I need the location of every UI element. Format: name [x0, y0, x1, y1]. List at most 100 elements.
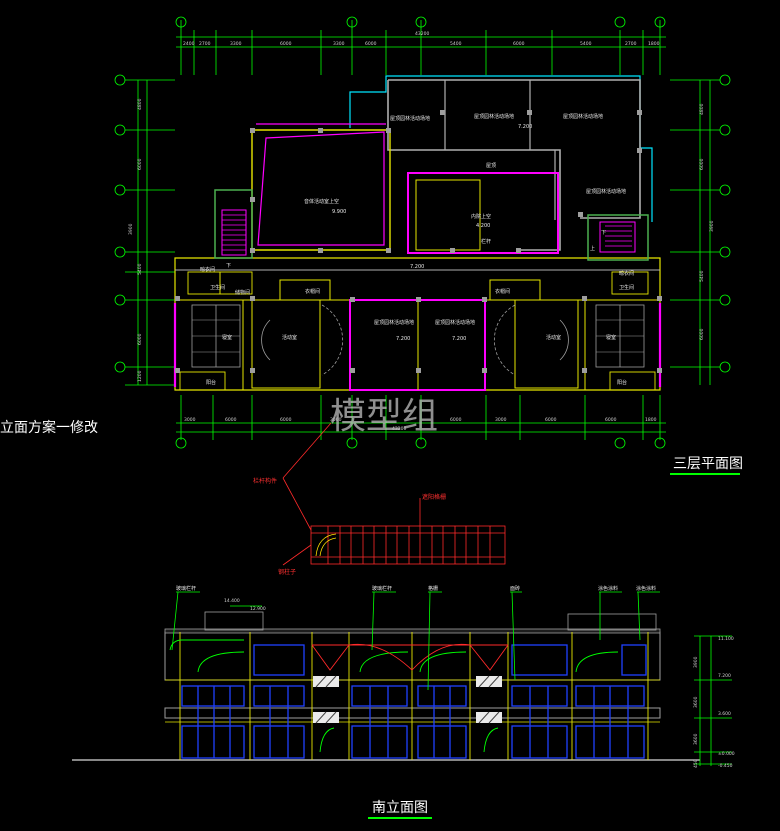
stair-treads — [222, 214, 632, 251]
axis-bubbles — [114, 16, 731, 449]
plan-dimension-texts: 43200 2400 2700 3300 6000 3300 6000 5400… — [128, 31, 715, 432]
left-dim: 6000 — [137, 333, 143, 345]
left-dim: 6000 — [137, 158, 143, 170]
right-dim: 6000 — [699, 328, 705, 340]
railing-detail — [282, 422, 506, 566]
balcony-label: 阳台 — [206, 379, 216, 386]
bedroom-label: 寝室 — [222, 334, 232, 341]
elevation-dim: 450 — [693, 759, 699, 768]
elevation-callout: 玻璃栏杆 — [372, 585, 392, 592]
coat-room-label: 衣帽间 — [495, 288, 510, 295]
elevation-callout: 面砖 — [510, 585, 520, 592]
top-dim: 2400 — [183, 41, 195, 47]
elevation-callout: 格栅 — [428, 585, 438, 592]
bottom-dim: 3000 — [184, 417, 196, 423]
side-note: 立面方案一修改 — [0, 419, 98, 436]
bottom-total-dim: 43200 — [392, 426, 406, 432]
elevation-callout: 涂色涂料 — [598, 585, 618, 592]
covered-garden-label: 屋顶园林活动场地 — [374, 319, 414, 326]
level-mark: 9.900 — [332, 209, 346, 215]
plan-room-labels: 屋顶园林活动场地 屋顶园林活动场地 屋顶园林活动场地 屋顶园林活动场地 7.20… — [200, 113, 634, 386]
detail-label: 栏杆构件 — [253, 477, 277, 485]
roof-label: 屋顶 — [486, 163, 496, 169]
plan-title: 三层平面图 — [673, 456, 743, 472]
covered-garden-label: 屋顶园林活动场地 — [435, 319, 475, 326]
bottom-dim: 3000 — [330, 417, 342, 423]
storage-label: 储物间 — [235, 289, 250, 296]
level-mark: 7.200 — [452, 336, 466, 342]
bottom-dim: 6000 — [225, 417, 237, 423]
plan-dimensions — [125, 20, 720, 440]
laundry-label: 晾衣间 — [200, 266, 215, 273]
bedroom-label: 寝室 — [606, 334, 616, 341]
elevation-level: 7.200 — [718, 673, 731, 679]
railing-label: 栏杆 — [481, 238, 491, 245]
detail-label: 钢柱子 — [278, 568, 296, 576]
roof-garden-label: 屋顶园林活动场地 — [474, 113, 514, 120]
elevation-level: 3.600 — [718, 711, 731, 717]
wc-label: 卫生间 — [210, 284, 225, 291]
top-dim: 2700 — [199, 41, 211, 47]
roof-garden-label: 屋顶园林活动场地 — [586, 188, 626, 195]
sports-upper-label: 音体活动室上空 — [304, 198, 339, 205]
level-mark: 7.200 — [410, 264, 424, 270]
detail-label: 遮阳格栅 — [422, 493, 446, 501]
top-dim: 5400 — [580, 41, 592, 47]
top-dim: 6000 — [365, 41, 377, 47]
top-total-dim: 43200 — [415, 31, 429, 37]
right-dim: 5400 — [699, 270, 705, 282]
right-dim: 4800 — [699, 103, 705, 115]
top-dim: 6000 — [280, 41, 292, 47]
plan-walls — [173, 75, 662, 391]
elevation-level: ±0.000 — [718, 751, 735, 757]
bottom-dim: 6000 — [545, 417, 557, 423]
elevation-dimensions — [694, 635, 732, 766]
level-mark: 7.200 — [518, 124, 532, 130]
stair-down-label: 下 — [601, 230, 606, 236]
left-dim: 5400 — [137, 263, 143, 275]
bottom-dim: 6000 — [280, 417, 292, 423]
elevation-dim: 3900 — [693, 656, 699, 668]
bottom-dim: 3000 — [495, 417, 507, 423]
elevation-level: 11.100 — [718, 636, 734, 642]
top-dim: 3300 — [230, 41, 242, 47]
watermark: 模型组 — [330, 396, 438, 437]
wc-label: 卫生间 — [619, 284, 634, 291]
roof-garden-label: 屋顶园林活动场地 — [390, 115, 430, 122]
elevation-dim: 3600 — [693, 733, 699, 745]
atrium-upper-label: 内院上空 — [471, 213, 491, 220]
right-dim: 3900 — [709, 220, 715, 232]
top-dim: 6000 — [513, 41, 525, 47]
parapet-level-mark: 12.900 — [250, 606, 266, 612]
activity-room-label: 活动室 — [282, 334, 297, 341]
balcony-label: 阳台 — [617, 379, 627, 386]
laundry-label: 晾衣间 — [619, 270, 634, 277]
elevation-dim: 3600 — [693, 696, 699, 708]
left-dim: 1200 — [137, 370, 143, 382]
elevation-windows — [181, 644, 647, 759]
left-dim: 3900 — [128, 223, 134, 235]
roof-garden-label: 屋顶园林活动场地 — [563, 113, 603, 120]
level-mark: 7.200 — [396, 336, 410, 342]
top-dim: 2700 — [625, 41, 637, 47]
elevation-louvres — [313, 675, 502, 724]
elevation-level: -0.450 — [718, 763, 733, 769]
bottom-dim: 6000 — [450, 417, 462, 423]
top-dim: 5400 — [450, 41, 462, 47]
bottom-dim: 6000 — [605, 417, 617, 423]
elevation-callout: 涂色涂料 — [636, 585, 656, 592]
top-dim: 1800 — [648, 41, 660, 47]
coat-room-label: 衣帽间 — [305, 288, 320, 295]
left-dim: 4800 — [137, 98, 143, 110]
level-mark: 4.200 — [476, 223, 490, 229]
roof-level-mark: 14.400 — [224, 598, 240, 604]
activity-room-label: 活动室 — [546, 334, 561, 341]
elevation-title: 南立面图 — [372, 800, 428, 816]
elevation-structure — [72, 611, 700, 761]
bottom-dim: 1800 — [645, 417, 657, 423]
elevation-details — [169, 639, 619, 753]
top-dim: 3300 — [333, 41, 345, 47]
elevation-callout: 玻璃栏杆 — [176, 585, 196, 592]
stair-up-label: 上 — [590, 245, 595, 252]
